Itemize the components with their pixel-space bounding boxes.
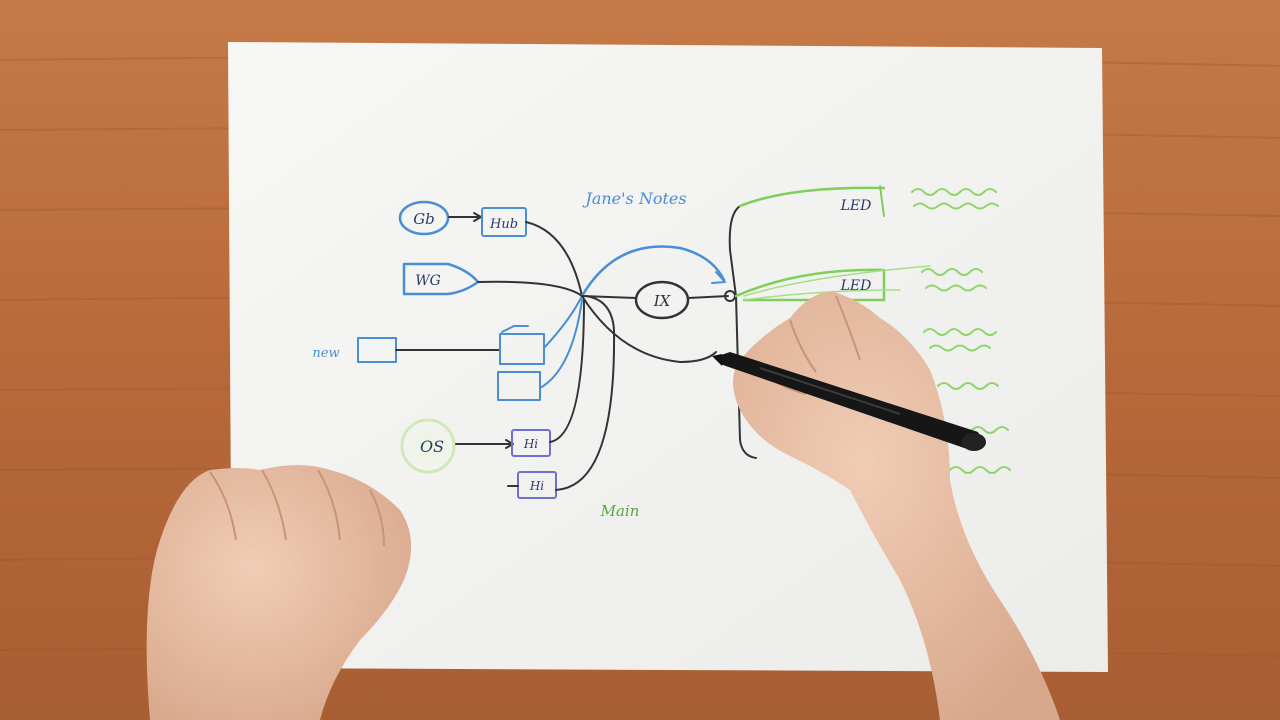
black-pen [712, 352, 986, 451]
green-scribble-notes [911, 188, 1011, 474]
bottom-label: Main [600, 502, 640, 520]
side-label: new [312, 346, 339, 361]
green-node-glow [394, 412, 462, 480]
purple-box-1 [511, 429, 551, 457]
center-node [634, 280, 690, 320]
purple-box-1-label: Hi [523, 437, 538, 451]
sketch-diagram: Jane's Notes Gb Hub WG new OS Hi Hi [312, 185, 1011, 520]
green-node-label: OS [420, 437, 444, 456]
hub-box-label: Hub [489, 217, 518, 232]
right-node-1-label: LED [840, 198, 872, 214]
right-node-2-label: LED [840, 278, 872, 294]
center-node-label: IX [653, 292, 672, 310]
left-node-tag-label: WG [415, 273, 441, 289]
left-node-label: Gb [413, 210, 435, 228]
sketch-title: Jane's Notes [582, 189, 686, 208]
purple-box-2-label: Hi [529, 479, 544, 493]
left-node-ellipse [398, 200, 450, 236]
folder-box [499, 333, 545, 365]
green-node [400, 418, 456, 474]
empty-box-lower [497, 371, 541, 401]
blue-arc [580, 245, 726, 298]
left-hand [146, 465, 412, 720]
